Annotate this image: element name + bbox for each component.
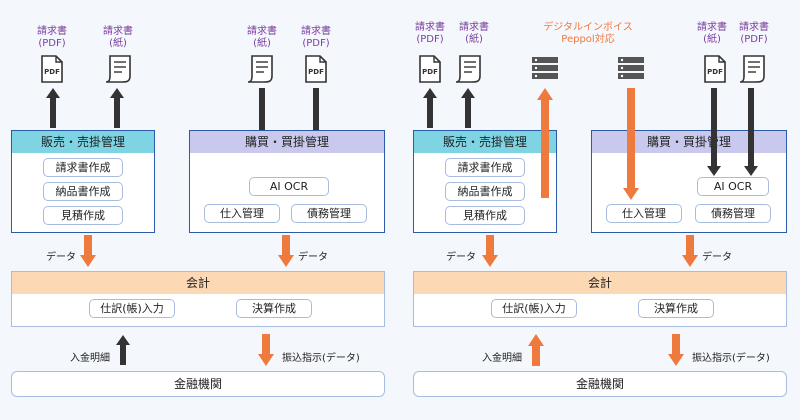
arrow-up-icon: [110, 88, 124, 128]
sales-item: 納品書作成: [445, 182, 525, 201]
accounting-module: 会計: [413, 271, 787, 327]
doc-label-paper: 請求書 (紙): [459, 22, 489, 45]
accounting-module-title: 会計: [12, 272, 384, 294]
arrow-up-icon: [423, 88, 437, 128]
purchase-module-title: 購買・買掛管理: [592, 131, 786, 153]
peppol-arrow-down-icon: [623, 130, 639, 200]
server-icon: [532, 57, 558, 79]
pdf-doc-icon: PDF: [305, 55, 327, 83]
accounting-item: 決算作成: [638, 299, 714, 318]
paper-doc-icon: [739, 55, 765, 83]
sales-module-title: 販売・売掛管理: [12, 131, 154, 153]
sales-item: 請求書作成: [43, 158, 123, 177]
arrow-down-icon: [744, 130, 758, 176]
data-label: データ: [298, 252, 328, 263]
sales-item: 見積作成: [43, 206, 123, 225]
pdf-doc-icon: PDF: [704, 55, 726, 83]
bank-box: 金融機関: [413, 371, 787, 397]
paper-doc-icon: [455, 55, 481, 83]
accounting-module: 会計: [11, 271, 385, 327]
data-arrow-icon: [278, 235, 294, 267]
purchase-module-title: 購買・買掛管理: [190, 131, 384, 153]
arrow-up-icon: [116, 335, 130, 365]
data-arrow-icon: [682, 235, 698, 267]
transfer-arrow-icon: [668, 334, 684, 366]
deposit-label: 入金明細: [70, 353, 110, 364]
sales-item: 請求書作成: [445, 158, 525, 177]
ai-ocr-box: AI OCR: [697, 177, 769, 196]
deposit-label: 入金明細: [482, 353, 522, 364]
data-arrow-icon: [80, 235, 96, 267]
accounting-module-title: 会計: [414, 272, 786, 294]
purchase-item: 仕入管理: [606, 204, 682, 223]
data-label: データ: [446, 252, 476, 263]
svg-text:PDF: PDF: [707, 68, 723, 76]
sales-module-title: 販売・売掛管理: [414, 131, 556, 153]
doc-label-pdf: 請求書 (PDF): [415, 22, 445, 45]
purchase-item: 債務管理: [695, 204, 771, 223]
purchase-item: 仕入管理: [204, 204, 280, 223]
server-icon: [618, 57, 644, 79]
pdf-doc-icon: PDF: [41, 55, 63, 83]
deposit-arrow-up-icon: [528, 334, 544, 366]
transfer-label: 振込指示(データ): [692, 353, 770, 364]
doc-label-pdf: 請求書 (PDF): [37, 26, 67, 49]
accounting-item: 決算作成: [236, 299, 312, 318]
purchase-item: 債務管理: [291, 204, 367, 223]
paper-doc-icon: [247, 55, 273, 83]
sales-item: 納品書作成: [43, 182, 123, 201]
transfer-label: 振込指示(データ): [282, 353, 360, 364]
svg-text:PDF: PDF: [44, 68, 60, 76]
paper-doc-icon: [105, 55, 131, 83]
doc-label-pdf: 請求書 (PDF): [739, 22, 769, 45]
accounting-item: 仕訳(帳)入力: [491, 299, 577, 318]
doc-label-paper: 請求書 (紙): [247, 26, 277, 49]
bank-box: 金融機関: [11, 371, 385, 397]
peppol-arrow-up-icon: [541, 130, 549, 198]
svg-text:PDF: PDF: [308, 68, 324, 76]
arrow-up-icon: [461, 88, 475, 128]
data-label: データ: [46, 252, 76, 263]
arrow-up-icon: [46, 88, 60, 128]
transfer-arrow-icon: [258, 334, 274, 366]
doc-label-paper: 請求書 (紙): [697, 22, 727, 45]
arrow-down-icon: [707, 130, 721, 176]
data-label: データ: [702, 252, 732, 263]
doc-label-paper: 請求書 (紙): [103, 26, 133, 49]
doc-label-pdf: 請求書 (PDF): [301, 26, 331, 49]
data-arrow-icon: [482, 235, 498, 267]
ai-ocr-box: AI OCR: [249, 177, 329, 196]
pdf-doc-icon: PDF: [419, 55, 441, 83]
accounting-item: 仕訳(帳)入力: [89, 299, 175, 318]
svg-text:PDF: PDF: [422, 68, 438, 76]
sales-item: 見積作成: [445, 206, 525, 225]
peppol-label: デジタルインボイス Peppol対応: [543, 22, 633, 45]
